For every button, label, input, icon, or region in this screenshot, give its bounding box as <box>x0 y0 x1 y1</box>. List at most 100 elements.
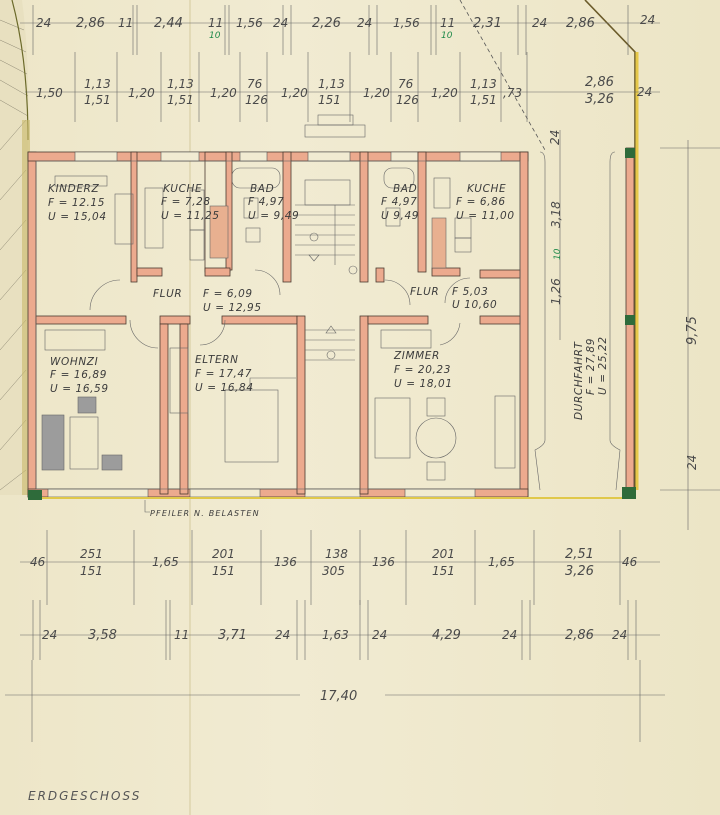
dim: 3,58 <box>88 628 117 643</box>
svg-text:U = 25,22: U = 25,22 <box>597 336 609 395</box>
opening-top: 201 <box>432 547 455 561</box>
svg-text:U = 16,59: U = 16,59 <box>50 383 109 395</box>
opening-top: 2,86 <box>585 75 614 90</box>
opening-top: 201 <box>212 547 235 561</box>
top-dimension-row-1: 24 2,86 11 2,44 11 10 1,56 24 2,26 24 1,… <box>20 5 660 55</box>
dim: 4,29 <box>432 628 461 643</box>
furniture <box>41 167 516 481</box>
room-bad-left: BAD F 4,97 U = 9,49 <box>248 183 299 222</box>
dim: 1,20 <box>281 86 308 100</box>
opening-bottom: 126 <box>396 93 419 107</box>
svg-text:ELTERN: ELTERN <box>195 354 239 366</box>
pillar-note: PFEILER N. BELASTEN <box>150 509 260 518</box>
passageway-kerbs <box>534 151 621 491</box>
dim: 2,44 <box>154 16 183 31</box>
opening-top: 76 <box>398 77 414 91</box>
dim: 24 <box>273 16 288 30</box>
dim: 1,20 <box>363 86 390 100</box>
total-width: 17,40 <box>320 689 357 704</box>
room-flur-right: FLUR F 5,03 U 10,60 <box>410 286 497 311</box>
svg-text:KUCHE: KUCHE <box>163 183 202 195</box>
dim: 24 <box>532 16 547 30</box>
doors <box>89 269 471 349</box>
dim: 11 <box>208 16 223 30</box>
svg-text:U 9,49: U 9,49 <box>381 210 419 222</box>
opening-bottom: 126 <box>245 93 268 107</box>
room-durchfahrt: DURCHFAHRT F = 27,89 U = 25,22 <box>573 336 609 420</box>
opening-top: 76 <box>247 77 263 91</box>
room-labels: KINDERZ F = 12.15 U = 15,04 KUCHE F = 7,… <box>48 183 609 420</box>
opening-bottom: 151 <box>212 564 235 578</box>
opening-bottom: 1,51 <box>167 93 194 107</box>
dim: 24 <box>357 16 372 30</box>
dim: 2,86 <box>76 16 105 31</box>
dim: 1,65 <box>488 555 515 569</box>
dim-green: 10 <box>553 248 563 260</box>
svg-text:F = 17,47: F = 17,47 <box>195 368 252 380</box>
opening-bottom: 151 <box>432 564 455 578</box>
bottom-dimension-row-1: 46 251 151 1,65 201 151 136 138 305 136 … <box>20 530 660 605</box>
dim: 46 <box>30 555 46 569</box>
opening-bottom: 1,51 <box>84 93 111 107</box>
svg-text:KINDERZ: KINDERZ <box>48 183 99 195</box>
building-walls <box>27 147 636 500</box>
dim-green: 10 <box>209 31 221 41</box>
opening-top: 251 <box>80 547 103 561</box>
svg-text:FLUR: FLUR <box>410 286 439 298</box>
dim: 1,20 <box>431 86 458 100</box>
dim: 2,86 <box>566 16 595 31</box>
dim: 1,20 <box>210 86 237 100</box>
dim: 11 <box>174 628 189 642</box>
svg-text:U = 11,00: U = 11,00 <box>456 210 515 222</box>
opening-bottom: 151 <box>318 93 341 107</box>
opening-bottom: 305 <box>322 564 345 578</box>
top-dimension-row-2: 1,50 1,13 1,51 1,20 1,13 1,51 1,20 76 12… <box>25 52 660 122</box>
dim: 24 <box>502 628 517 642</box>
svg-text:U = 12,95: U = 12,95 <box>203 302 262 314</box>
dim: 1,56 <box>393 16 420 30</box>
dim: 1,26 <box>549 278 563 305</box>
note-leader <box>144 500 150 513</box>
dim: 24 <box>275 628 290 642</box>
svg-text:WOHNZI: WOHNZI <box>50 356 98 368</box>
svg-text:F = 16,89: F = 16,89 <box>50 369 107 381</box>
opening-top: 138 <box>325 547 348 561</box>
dim: 2,26 <box>312 16 341 31</box>
room-bad-right: BAD F 4,97 U 9,49 <box>381 183 419 222</box>
room-zimmer: ZIMMER F = 20,23 U = 18,01 <box>393 350 452 390</box>
svg-text:F 4,97: F 4,97 <box>248 196 284 208</box>
dim: 1,56 <box>236 16 263 30</box>
dim: 3,71 <box>218 628 247 643</box>
dim: 24 <box>612 628 627 642</box>
dim: 24 <box>637 85 652 99</box>
svg-text:F = 12.15: F = 12.15 <box>48 197 105 209</box>
room-eltern: ELTERN F = 17,47 U = 16,84 <box>195 354 253 394</box>
dim: 1,63 <box>322 628 349 642</box>
dim: 24 <box>548 130 562 145</box>
opening-top: 2,51 <box>565 547 594 562</box>
dim: 1,50 <box>36 86 63 100</box>
bottom-dimension-row-2: 24 3,58 11 3,71 24 1,63 24 4,29 24 2,86 … <box>20 600 660 660</box>
total-width-dimension: 17,40 <box>5 660 665 742</box>
svg-text:U = 15,04: U = 15,04 <box>48 211 107 223</box>
room-wohnzimmer: WOHNZI F = 16,89 U = 16,59 <box>50 356 109 395</box>
svg-text:U = 9,49: U = 9,49 <box>248 210 299 222</box>
wall-outlines <box>35 160 521 490</box>
opening-top: 1,13 <box>167 77 194 91</box>
opening-bottom: 3,26 <box>565 564 594 579</box>
dim: ,73 <box>503 86 522 100</box>
svg-text:F 4,97: F 4,97 <box>381 196 417 208</box>
opening-top: 1,13 <box>84 77 111 91</box>
svg-text:F = 20,23: F = 20,23 <box>394 364 451 376</box>
svg-text:DURCHFAHRT: DURCHFAHRT <box>573 341 585 420</box>
dim: 2,86 <box>565 628 594 643</box>
opening-bottom: 3,26 <box>585 92 614 107</box>
svg-text:U 10,60: U 10,60 <box>452 299 497 311</box>
dim: 3,18 <box>549 201 563 228</box>
property-line <box>584 0 636 490</box>
svg-text:BAD: BAD <box>393 183 417 195</box>
svg-text:F = 6,86: F = 6,86 <box>456 196 506 208</box>
dim: 24 <box>372 628 387 642</box>
svg-text:U = 11,25: U = 11,25 <box>161 210 220 222</box>
